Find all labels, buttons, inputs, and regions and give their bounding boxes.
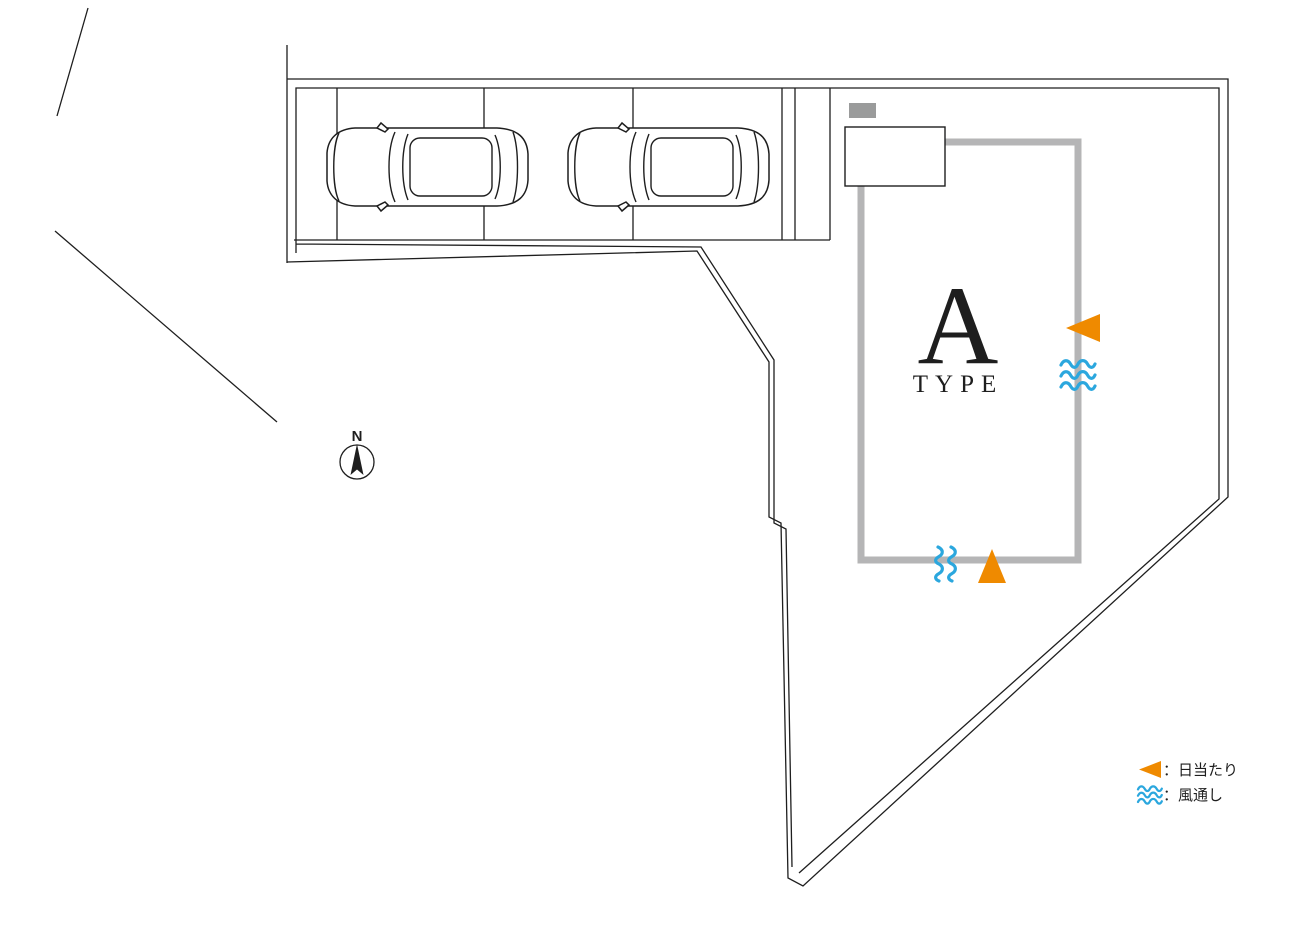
building-type-label: TYPE bbox=[913, 371, 1004, 398]
boundary-line bbox=[56, 7, 89, 117]
sun-direction-icon bbox=[978, 549, 1006, 583]
entrance-porch bbox=[844, 126, 946, 187]
utility-box-icon bbox=[849, 103, 876, 118]
legend-label: ：風通し bbox=[1163, 787, 1223, 804]
north-arrow-icon: N bbox=[339, 428, 375, 480]
neighbor-boundary-lines bbox=[54, 7, 278, 423]
building: A TYPE bbox=[844, 103, 1082, 564]
sun-triangle-icon bbox=[1139, 761, 1161, 778]
legend-label: ：日当たり bbox=[1163, 762, 1238, 779]
site-boundary-outer bbox=[286, 45, 1229, 887]
parking-area bbox=[294, 88, 831, 241]
car-icon bbox=[567, 122, 770, 212]
site-boundary-inner bbox=[295, 87, 1220, 874]
car-icon bbox=[326, 122, 529, 212]
airflow-wave-icon bbox=[1136, 785, 1163, 805]
legend-item: ：風通し bbox=[1136, 785, 1223, 805]
building-type-letter: A bbox=[918, 264, 999, 388]
sun-direction-icon bbox=[1066, 314, 1100, 342]
legend: ：日当たり ：風通し bbox=[1136, 761, 1238, 805]
building-outline bbox=[857, 138, 1082, 564]
north-label: N bbox=[352, 428, 363, 445]
boundary-line bbox=[54, 230, 278, 423]
legend-item: ：日当たり bbox=[1139, 761, 1238, 779]
site-boundary bbox=[286, 45, 1229, 887]
